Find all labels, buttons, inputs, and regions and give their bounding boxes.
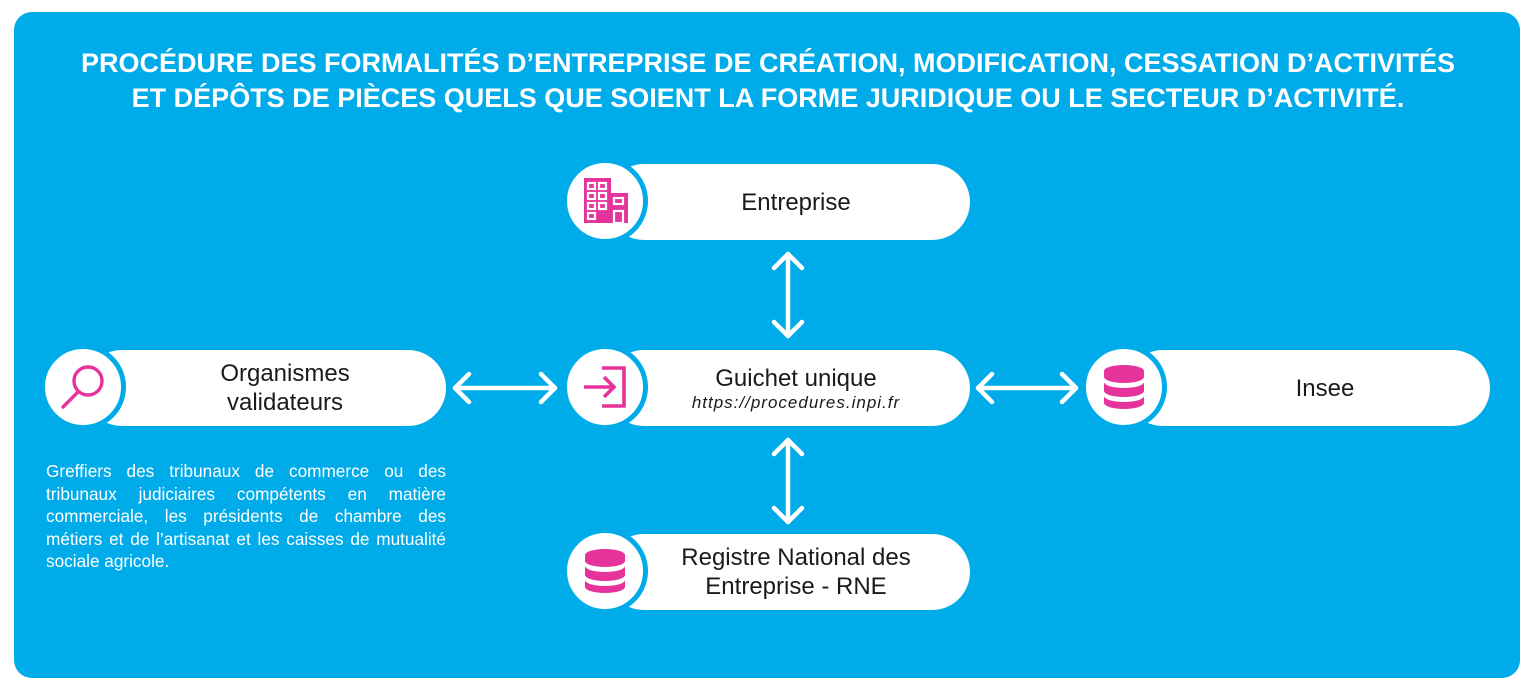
arrow-guichet-insee — [975, 371, 1079, 405]
node-guichet-unique: Guichet unique https://procedures.inpi.f… — [562, 344, 970, 430]
organismes-description: Greffiers des tribunaux de commerce ou d… — [46, 461, 446, 571]
node-rne: Registre National des Entreprise - RNE — [562, 528, 970, 614]
arrow-guichet-rne — [771, 437, 805, 525]
node-organismes-validateurs: Organismes validateurs — [40, 344, 446, 430]
arrow-entreprise-guichet — [771, 251, 805, 339]
insee-label: Insee — [1295, 374, 1355, 402]
database-icon — [562, 528, 648, 614]
organismes-label-line-1: Organismes — [220, 360, 350, 387]
entreprise-label: Entreprise — [741, 188, 851, 216]
rne-label-line-2: Entreprise - RNE — [705, 573, 887, 600]
rne-label-line-1: Registre National des — [681, 544, 911, 571]
organismes-label-line-2: validateurs — [226, 389, 344, 416]
title-line-2: ET DÉPÔTS DE PIÈCES QUELS QUE SOIENT LA … — [131, 83, 1405, 113]
node-insee: Insee — [1081, 344, 1490, 430]
magnifier-icon — [40, 344, 126, 430]
guichet-url: https://procedures.inpi.fr — [691, 392, 901, 412]
node-entreprise: Entreprise — [562, 158, 970, 244]
diagram-title: PROCÉDURE DES FORMALITÉS D’ENTREPRISE DE… — [0, 46, 1536, 116]
guichet-label: Guichet unique — [715, 364, 877, 392]
title-line-1: PROCÉDURE DES FORMALITÉS D’ENTREPRISE DE… — [80, 48, 1456, 78]
login-icon — [562, 344, 648, 430]
arrow-organismes-guichet — [452, 371, 558, 405]
building-icon — [562, 158, 648, 244]
database-icon — [1081, 344, 1167, 430]
